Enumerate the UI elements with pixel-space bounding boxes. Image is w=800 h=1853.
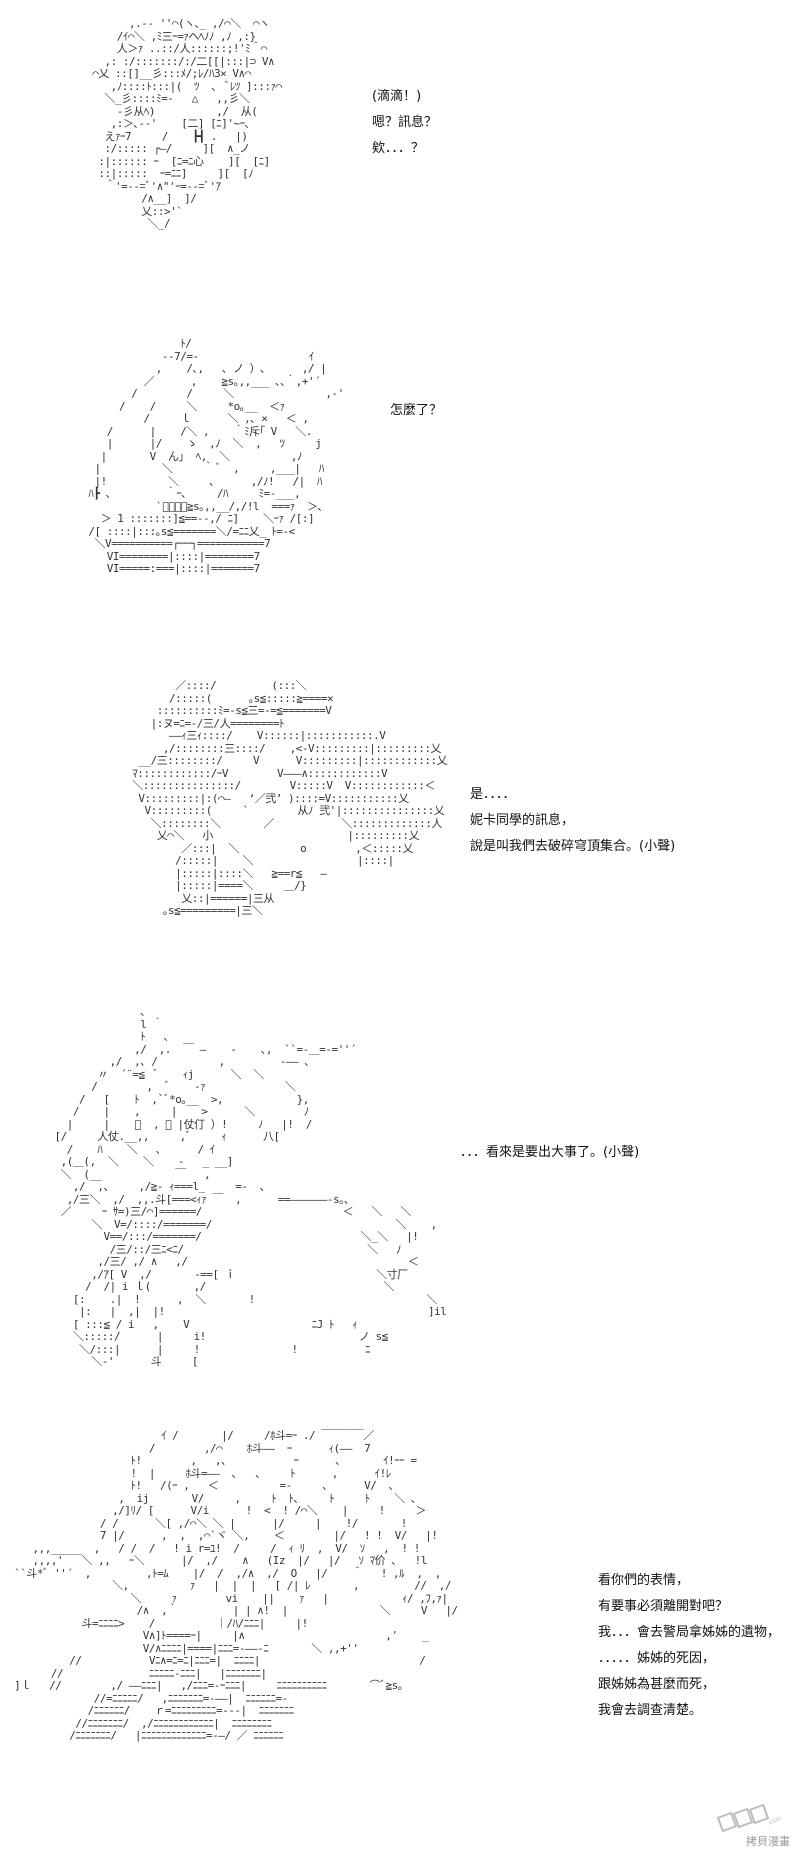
svg-text:.com: .com [766,1815,782,1827]
watermark-text: 拷貝漫畫 [746,1835,790,1848]
panel-4: ､ l ｀ ﾄ ､ ,/ ,. ￣ ― - ､, ``=-＿=-=''´ ,/ … [0,1000,800,1420]
dialogue-line: ．．．看來是要出大事了。(小聲) [460,1145,640,1160]
dialogue-3: 是．．．． 妮卡同學的訊息， 說是叫我們去破碎穹頂集合。(小聲) [470,782,675,860]
dialogue-line: ．．．．．姊姊的死因， [598,1651,716,1666]
dm5-logo-icon: .com [716,1803,783,1833]
dialogue-line: 欸．．．？ [372,141,425,156]
panel-2: ﾄ/ --7/=- ｲ , /､, ､ ノ ）､ ,/ | ／ , ≧s｡,,_… [0,330,800,660]
panel-5: ｲ / |/ /ﾎ斗=ｰ ./ ￣￣￣￣／ / ,/⌒ ﾎ斗―― ｰ ｨ(―― … [0,1429,800,1853]
dialogue-2: 怎麼了？ [390,398,442,424]
dialogue-line: 有要事必須離開對吧？ [598,1599,729,1614]
dialogue-line: 看你們的表情， [598,1573,690,1588]
ascii-art-character-1: ,.-‐ ''⌒(ヽ､_ ,/⌒＼ ⌒ヽ /ｲ⌒＼ ,ﾐ三ｰ=ｧヘﾍﾉﾉ ,ﾉ … [92,17,282,230]
panel-1: ,.-‐ ''⌒(ヽ､_ ,/⌒＼ ⌒ヽ /ｲ⌒＼ ,ﾐ三ｰ=ｧヘﾍﾉﾉ ,ﾉ … [0,0,800,300]
dialogue-line: 跟姊姊為甚麼而死， [598,1677,716,1692]
dialogue-5: 看你們的表情， 有要事必須離開對吧？ 我．．．會去警局拿姊姊的遺物， ．．．．．… [598,1568,780,1724]
dialogue-1: (滴滴！) 嗯？訊息？ 欸．．．？ [372,84,437,162]
dialogue-line: 說是叫我們去破碎穹頂集合。(小聲) [470,839,676,854]
dialogue-4: ．．．看來是要出大事了。(小聲) [460,1140,639,1166]
dialogue-line: 妮卡同學的訊息， [470,813,575,828]
ascii-art-character-3: ／::::/ (:::＼ /:::::( ｡s≦:::::≧====× ::::… [132,679,448,917]
dialogue-line: 怎麼了？ [390,403,443,418]
ascii-art-character-4: ､ l ｀ ﾄ ､ ,/ ,. ￣ ― - ､, ``=-＿=-=''´ ,/ … [54,1005,447,1368]
dialogue-line: 嗯？訊息？ [372,115,438,130]
panel-3: ／::::/ (:::＼ /:::::( ｡s≦:::::≧====× ::::… [0,679,800,990]
ascii-art-character-5: ｲ / |/ /ﾎ斗=ｰ ./ ￣￣￣￣／ / ,/⌒ ﾎ斗―― ｰ ｨ(―― … [14,1429,458,1742]
dialogue-line: 是．．．． [470,787,516,802]
dialogue-line: (滴滴！) [372,89,422,104]
ascii-art-character-2: ﾄ/ --7/=- ｲ , /､, ､ ノ ）､ ,/ | ／ , ≧s｡,,_… [88,337,344,575]
dialogue-line: 我．．．會去警局拿姊姊的遺物， [598,1625,781,1640]
dialogue-line: 我會去調查清楚。 [598,1703,703,1718]
